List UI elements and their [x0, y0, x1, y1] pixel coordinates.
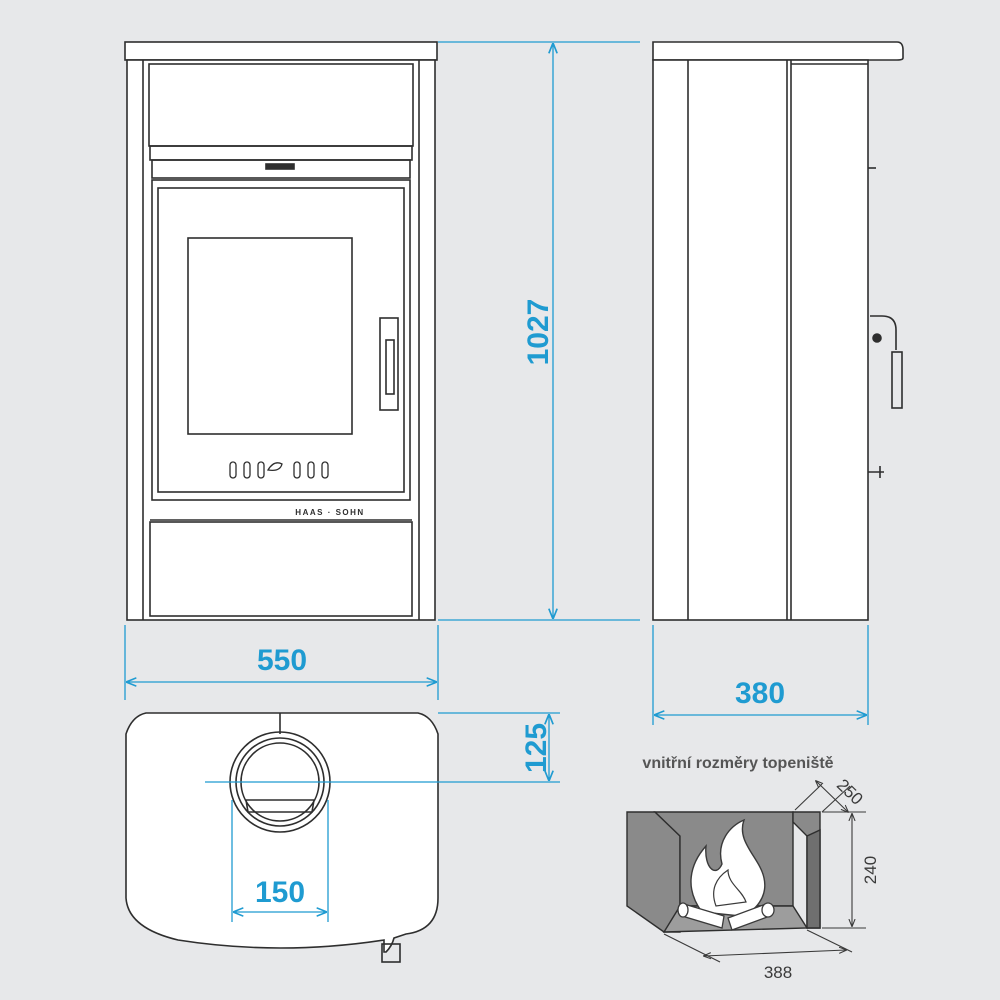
top-view — [125, 712, 439, 963]
firebox-depth-label: 250 — [833, 775, 867, 808]
firebox-caption: vnitřní rozměry topeniště — [642, 755, 833, 772]
side-door-handle — [870, 315, 897, 350]
firebox-height-label: 240 — [861, 856, 880, 884]
side-air-knob — [868, 466, 884, 478]
ash-panel — [149, 521, 413, 617]
side-handle-pivot — [872, 333, 882, 343]
side-view — [652, 41, 904, 621]
firebox-depth-dim-line — [816, 781, 848, 812]
firebox-width-label: 388 — [764, 963, 792, 982]
dimension-lines — [124, 41, 869, 922]
dimension-labels: 1027 550 380 125 150 — [255, 299, 785, 909]
firebox-left-wall — [626, 811, 681, 933]
front-top-plate — [124, 41, 438, 61]
firebox-drawing — [626, 811, 821, 933]
side-top-plate — [652, 41, 904, 61]
door-latch-grip — [385, 339, 395, 395]
fire-door-glass — [187, 237, 353, 435]
log-icon — [677, 902, 775, 931]
depth-label: 380 — [735, 677, 785, 710]
brand-label: HAAS · SOHN — [295, 508, 364, 517]
side-body — [652, 59, 869, 621]
flue-offset-label: 125 — [520, 723, 553, 773]
height-label: 1027 — [522, 299, 555, 366]
firebox-width-dim-line — [704, 950, 846, 956]
front-view: HAAS · SOHN — [124, 41, 438, 621]
flame-icon — [690, 818, 766, 917]
fire-door-inner — [157, 187, 405, 493]
front-door-header — [151, 159, 411, 179]
width-label: 550 — [257, 644, 307, 677]
front-body — [126, 59, 436, 621]
firebox-section: vnitřní rozměry topeniště — [626, 755, 880, 982]
side-handle-grip — [891, 351, 903, 409]
air-control-sliders — [229, 461, 329, 479]
rear-foot — [381, 943, 401, 963]
fire-door-frame — [151, 179, 411, 501]
flue-damper — [245, 799, 315, 813]
door-handle-bar — [265, 163, 295, 170]
door-latch — [379, 317, 399, 411]
firebox-right-side — [806, 828, 821, 929]
firebox-dimension-lines — [663, 781, 866, 963]
flue-diameter-label: 150 — [255, 876, 305, 909]
